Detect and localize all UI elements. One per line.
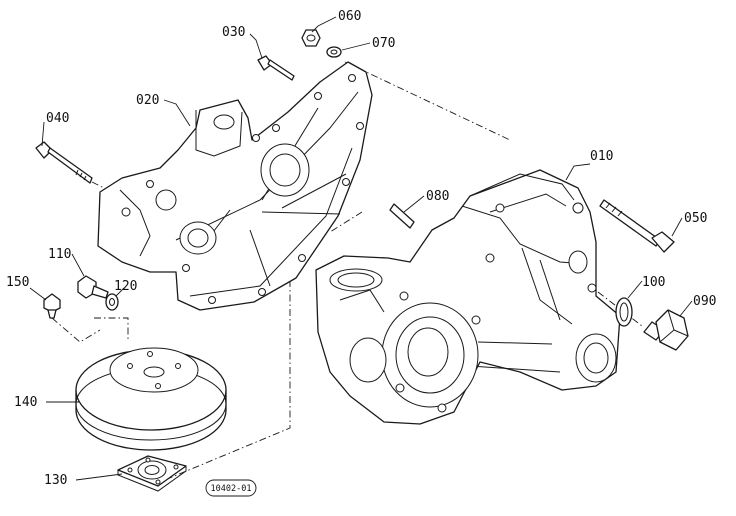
leader-lines <box>29 16 693 481</box>
part-020-cover <box>97 61 373 311</box>
drawing-reference-number: 10402-01 <box>211 484 252 494</box>
callout-110: 110 <box>48 247 71 262</box>
part-130-flange <box>117 455 187 492</box>
callout-140: 140 <box>14 395 37 410</box>
part-090-plug <box>643 309 689 351</box>
part-010-case <box>315 169 621 425</box>
callout-080: 080 <box>426 189 449 204</box>
assembly-line-plug <box>51 317 101 343</box>
part-080-pin <box>389 203 415 229</box>
callout-090: 090 <box>693 294 716 309</box>
part-030-bolt <box>257 55 295 81</box>
assembly-line-cover-to-case <box>344 61 511 141</box>
part-150-nipple <box>43 293 61 319</box>
part-050-bolt <box>599 199 675 253</box>
callout-150: 150 <box>6 275 29 290</box>
callout-010: 010 <box>590 149 613 164</box>
drawing-reference: 10402-01 <box>205 479 257 497</box>
part-100-washer <box>615 297 633 327</box>
assembly-line-pin <box>329 211 363 233</box>
part-110-screw <box>77 275 109 299</box>
callout-020: 020 <box>136 93 159 108</box>
part-140-pulley <box>75 347 227 451</box>
part-070-washer <box>326 46 342 58</box>
assembly-line-pulley <box>159 280 291 483</box>
assembly-line-plug-090 <box>597 291 643 327</box>
callout-070: 070 <box>372 36 395 51</box>
callout-120: 120 <box>114 279 137 294</box>
callout-060: 060 <box>338 9 361 24</box>
callout-130: 130 <box>44 473 67 488</box>
part-040-bolt <box>35 141 93 184</box>
callout-100: 100 <box>642 275 665 290</box>
callout-030: 030 <box>222 25 245 40</box>
part-120-washer <box>105 293 119 311</box>
callout-040: 040 <box>46 111 69 126</box>
callout-050: 050 <box>684 211 707 226</box>
callout-labels: 010 020 030 040 050 060 070 080 090 100 … <box>6 9 716 488</box>
part-060-nut <box>301 29 321 47</box>
assembly-line-pulley-box <box>94 317 129 342</box>
